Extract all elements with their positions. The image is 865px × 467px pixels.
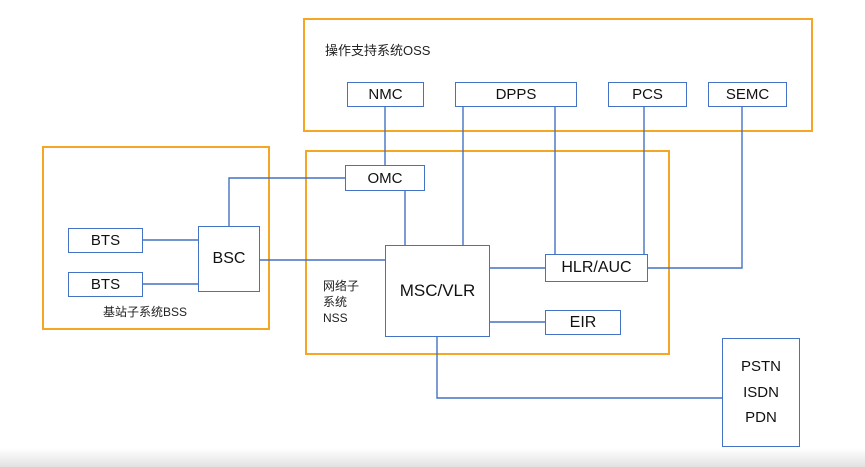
pstn-line1: PSTN	[740, 358, 781, 376]
nss-label-line1: 网络子	[323, 279, 360, 293]
node-nmc: NMC	[347, 82, 424, 107]
nss-group-label: 网络子 系统 NSS	[323, 278, 381, 326]
node-bts-2: BTS	[68, 272, 143, 297]
node-pstn-isdn-pdn: PSTN ISDN PDN	[722, 338, 800, 447]
pstn-line3: PDN	[745, 409, 777, 427]
oss-group-container	[303, 18, 813, 132]
bss-group-container	[42, 146, 270, 330]
node-bsc: BSC	[198, 226, 260, 292]
node-omc: OMC	[345, 165, 425, 191]
node-eir: EIR	[545, 310, 621, 335]
node-pcs: PCS	[608, 82, 687, 107]
node-dpps: DPPS	[455, 82, 577, 107]
nss-label-line3: NSS	[323, 311, 348, 325]
node-semc: SEMC	[708, 82, 787, 107]
nss-label-line2: 系统	[323, 295, 348, 309]
pstn-line2: ISDN	[743, 383, 779, 401]
oss-group-label: 操作支持系统OSS	[325, 43, 431, 58]
bss-group-label: 基站子系统BSS	[103, 305, 188, 319]
node-hlr-auc: HLR/AUC	[545, 254, 648, 282]
node-msc-vlr: MSC/VLR	[385, 245, 490, 337]
node-bts-1: BTS	[68, 228, 143, 253]
